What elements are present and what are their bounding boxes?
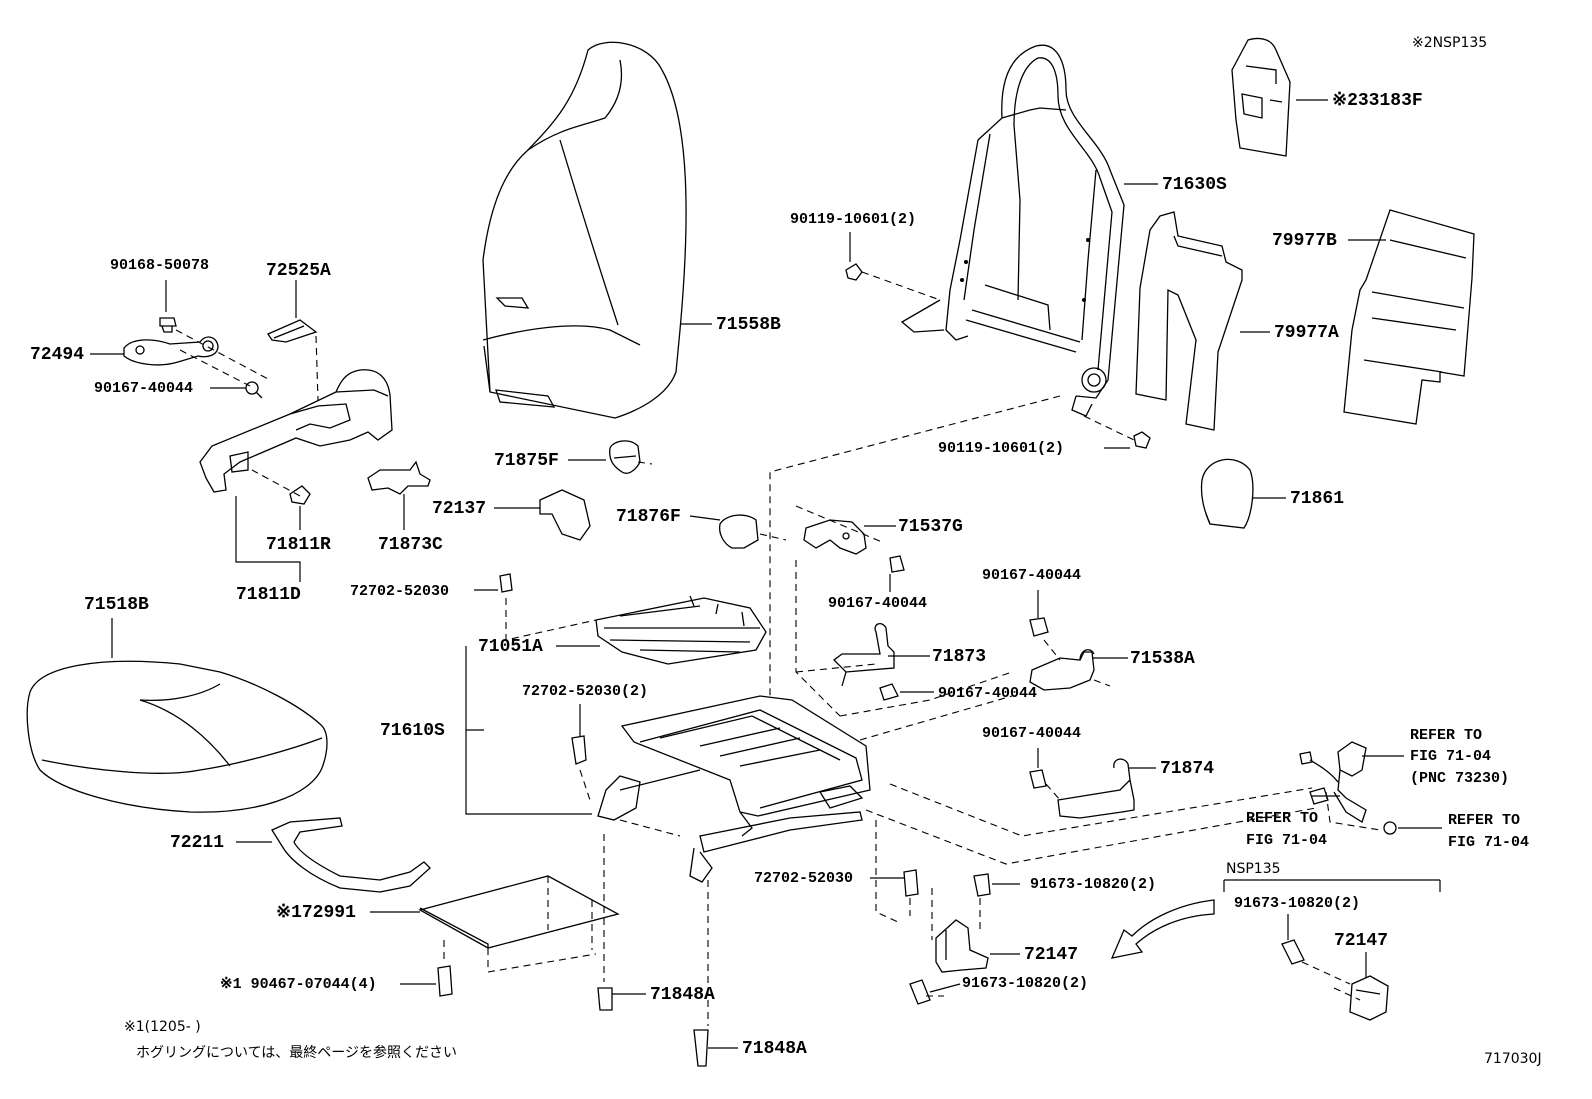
part-72147-b-drawing [1349, 975, 1389, 1021]
part-71873-drawing [833, 623, 895, 687]
part-label-71876f[interactable]: 71876F [616, 507, 681, 527]
part-79977a-drawing [1135, 211, 1243, 431]
seat-cushion-drawing [26, 660, 328, 813]
part-label-71051a[interactable]: 71051A [478, 637, 543, 657]
part-33183f-drawing [1231, 37, 1291, 157]
seat-frame-drawing [597, 695, 871, 883]
refer-label-2a[interactable]: REFER TO [1246, 810, 1319, 827]
part-label-72147-b[interactable]: 72147 [1334, 931, 1389, 951]
seat-back-cover-drawing [482, 41, 687, 419]
part-label-71538a[interactable]: 71538A [1130, 649, 1195, 669]
part-79977b-drawing [1343, 209, 1475, 425]
part-label-90167-a[interactable]: 90167-40044 [94, 380, 194, 397]
part-71537g-drawing [803, 519, 867, 555]
part-label-72525a[interactable]: 72525A [266, 261, 331, 281]
arrow-drawing [1110, 899, 1215, 959]
part-label-79977b[interactable]: 79977B [1272, 231, 1337, 251]
part-label-71875f[interactable]: 71875F [494, 451, 559, 471]
side-shield-drawing [199, 369, 393, 493]
part-label-72991[interactable]: ※172991 [276, 903, 356, 923]
part-label-90167-b[interactable]: 90167-40044 [828, 595, 928, 612]
part-71876f-drawing [718, 514, 759, 549]
part-label-71874[interactable]: 71874 [1160, 759, 1215, 779]
refer-label-1c[interactable]: (PNC 73230) [1410, 770, 1510, 787]
part-label-91673-b[interactable]: 91673-10820(2) [962, 975, 1089, 992]
part-71861-drawing [1200, 458, 1254, 529]
part-71875f-drawing [609, 440, 641, 474]
part-label-71518b[interactable]: 71518B [84, 595, 149, 615]
part-label-79977a[interactable]: 79977A [1274, 323, 1339, 343]
refer-label-3b[interactable]: FIG 71-04 [1448, 834, 1530, 851]
part-label-90467[interactable]: ※1 90467-07044(4) [220, 976, 377, 993]
part-label-72211[interactable]: 72211 [170, 833, 225, 853]
part-label-71610s[interactable]: 71610S [380, 721, 445, 741]
part-label-72137[interactable]: 72137 [432, 499, 487, 519]
refer-label-3a[interactable]: REFER TO [1448, 812, 1521, 829]
part-label-33183f[interactable]: ※233183F [1332, 91, 1423, 111]
refer-label-1b[interactable]: FIG 71-04 [1410, 748, 1492, 765]
part-71811r-drawing [289, 485, 311, 505]
part-label-71873c[interactable]: 71873C [378, 535, 443, 555]
part-label-90168[interactable]: 90168-50078 [110, 257, 210, 274]
part-label-91673-a[interactable]: 91673-10820(2) [1030, 876, 1157, 893]
spring-mat-drawing [595, 595, 767, 665]
part-label-71811d[interactable]: 71811D [236, 585, 301, 605]
variant-note-nsp135: NSP135 [1226, 861, 1281, 877]
part-label-90167-d[interactable]: 90167-40044 [938, 685, 1038, 702]
leader-lines [90, 99, 1442, 1049]
assembly-dashed-lines [175, 271, 1381, 1026]
part-label-90167-c[interactable]: 90167-40044 [982, 567, 1082, 584]
part-label-71873[interactable]: 71873 [932, 647, 987, 667]
bolts-drawing [437, 263, 1305, 1067]
seat-back-frame-drawing [900, 44, 1125, 417]
part-label-72702-a[interactable]: 72702-52030 [350, 583, 450, 600]
part-label-71848a-a[interactable]: 71848A [650, 985, 715, 1005]
part-71538a-drawing [1029, 649, 1095, 691]
part-label-72702-b[interactable]: 72702-52030(2) [522, 683, 649, 700]
footnote-date: ※1(1205- ) [124, 1019, 201, 1035]
part-72137-drawing [539, 489, 591, 541]
part-label-72702-c[interactable]: 72702-52030 [754, 870, 854, 887]
part-71874-drawing [1057, 758, 1135, 819]
part-72494-drawing [123, 317, 318, 366]
part-label-72147-a[interactable]: 72147 [1024, 945, 1079, 965]
footnote-hog-ring: ホグリングについては、最終ページを参照ください [136, 1045, 458, 1061]
diagram-code: 717030J [1484, 1051, 1542, 1067]
part-label-71630s[interactable]: 71630S [1162, 175, 1227, 195]
part-label-71848a-b[interactable]: 71848A [742, 1039, 807, 1059]
bolt-90167-a-drawing [245, 381, 263, 399]
part-label-71861[interactable]: 71861 [1290, 489, 1345, 509]
part-label-72494[interactable]: 72494 [30, 345, 85, 365]
refer-label-1a[interactable]: REFER TO [1410, 727, 1483, 744]
part-72991-drawing [418, 875, 620, 949]
part-label-90119-b[interactable]: 90119-10601(2) [938, 440, 1065, 457]
part-label-71537g[interactable]: 71537G [898, 517, 963, 537]
part-label-71558b[interactable]: 71558B [716, 315, 781, 335]
part-72147-a-drawing [935, 919, 989, 973]
part-label-90119-a[interactable]: 90119-10601(2) [790, 211, 917, 228]
part-72211-drawing [271, 817, 431, 893]
refer-label-2b[interactable]: FIG 71-04 [1246, 832, 1328, 849]
part-71873c-drawing [367, 460, 431, 495]
part-label-90167-e[interactable]: 90167-40044 [982, 725, 1082, 742]
part-label-91673-c[interactable]: 91673-10820(2) [1234, 895, 1361, 912]
part-label-71811r[interactable]: 71811R [266, 535, 331, 555]
variant-note-top: ※2NSP135 [1412, 35, 1488, 51]
